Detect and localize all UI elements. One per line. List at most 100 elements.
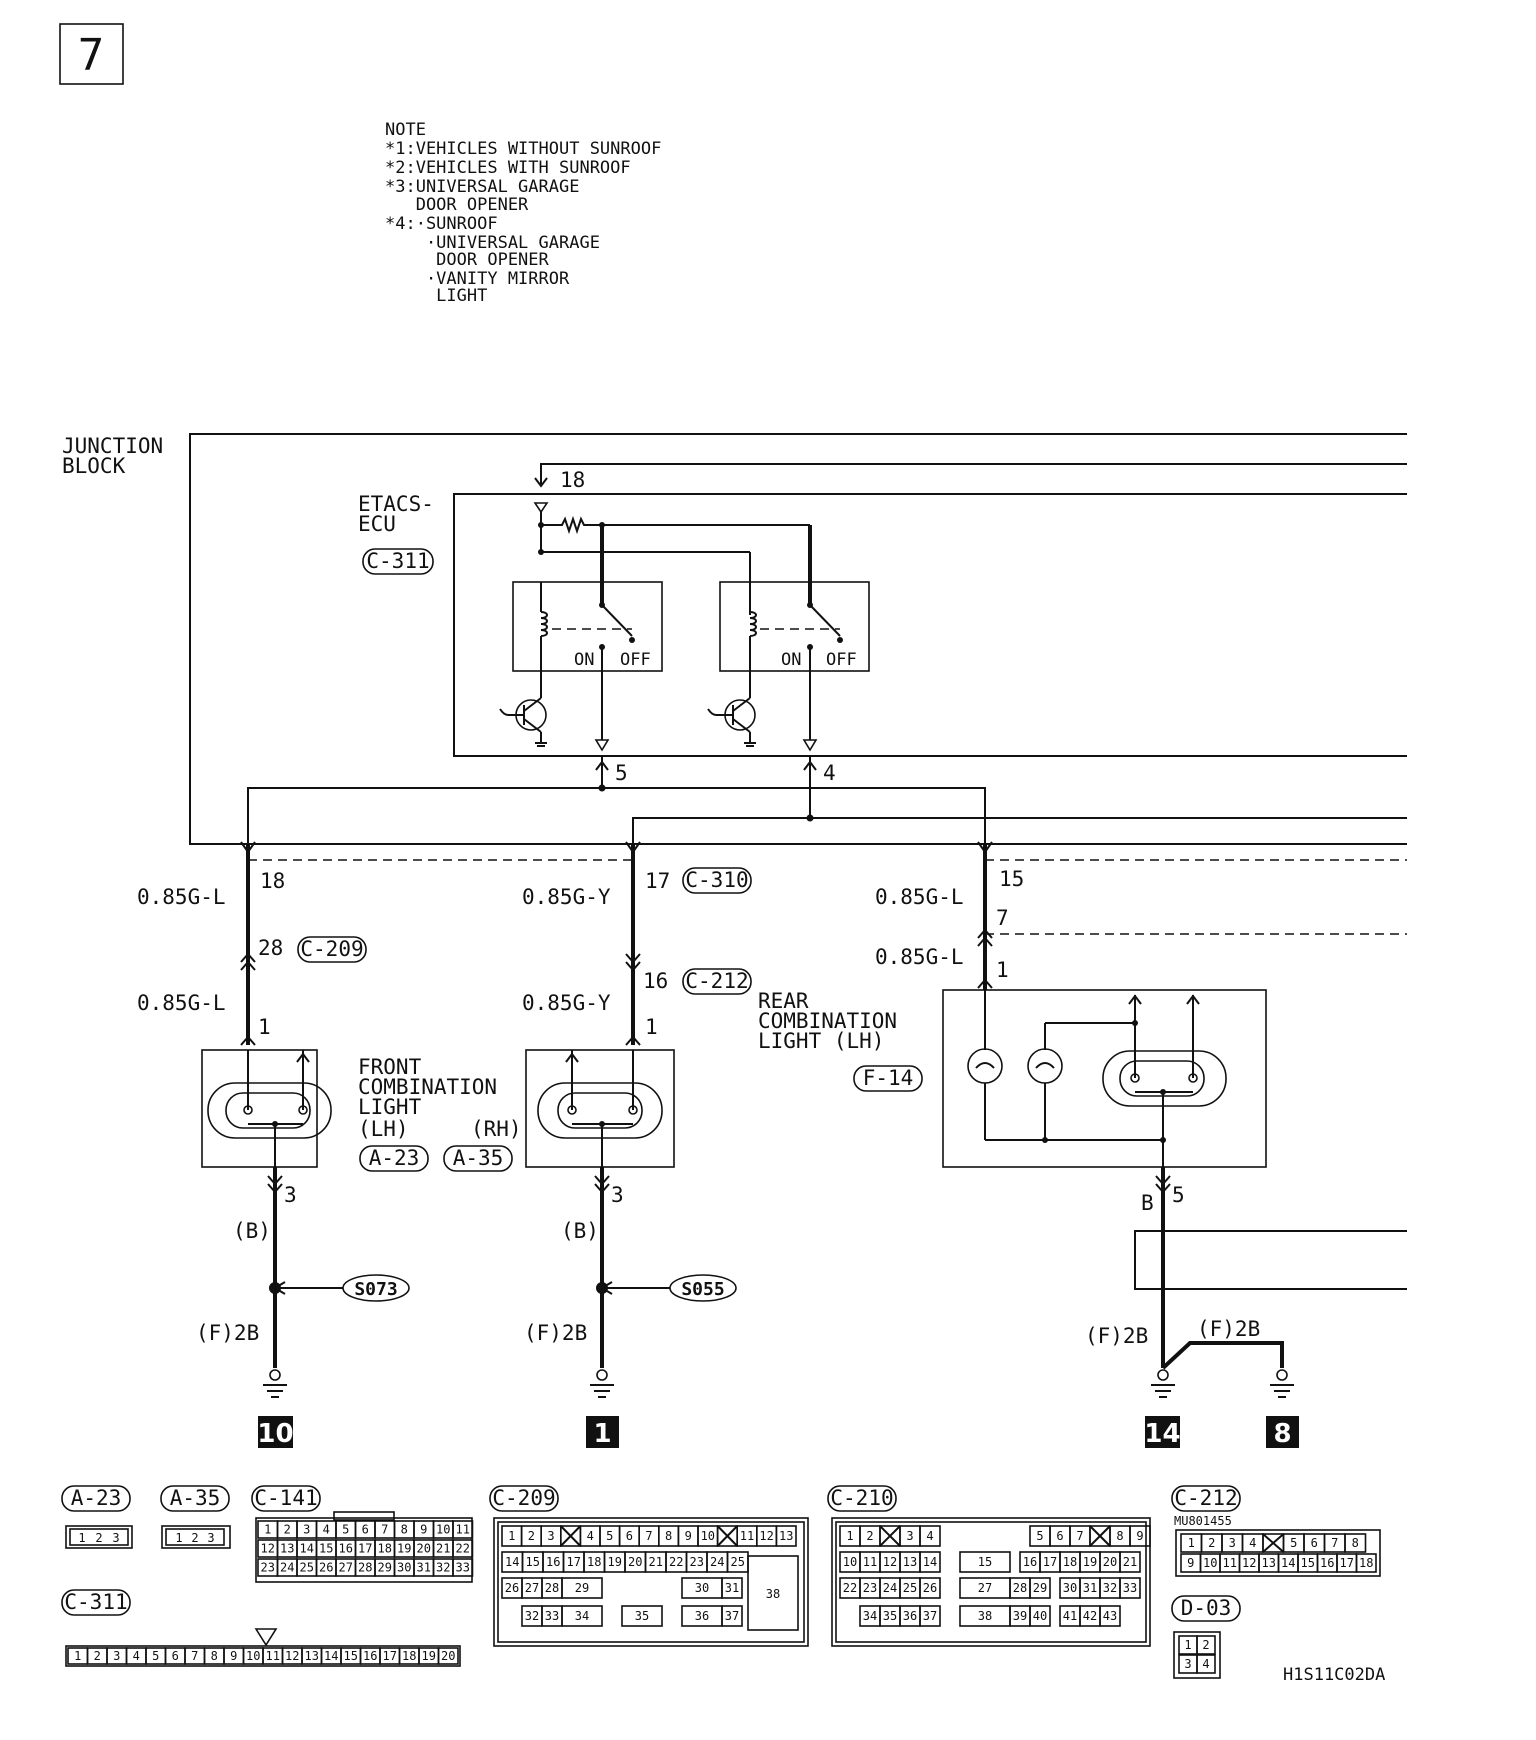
connector-label: D-03: [1181, 1596, 1232, 1620]
distribution-wires: [247, 784, 1407, 935]
pin-number: 11: [266, 1649, 280, 1663]
pin-number: 4: [1202, 1657, 1209, 1671]
pin-number: 19: [1083, 1555, 1097, 1569]
pin-number: 12: [883, 1555, 897, 1569]
pin-cell: [919, 1577, 941, 1599]
pin-label: 1: [645, 1015, 658, 1039]
pin-number: 8: [1352, 1536, 1359, 1550]
pin-number: 20: [441, 1649, 455, 1663]
pin-cell: [452, 1520, 474, 1539]
pin-number: 36: [903, 1609, 917, 1623]
lh-ground: 3 (B) S073 (F)2B 10: [196, 1167, 410, 1449]
pin-cell: [1099, 1605, 1121, 1627]
pin-number: 10: [843, 1555, 857, 1569]
connector-label: F-14: [863, 1066, 914, 1090]
pin-number: 21: [436, 1542, 450, 1556]
pin-cell: [1196, 1635, 1216, 1655]
pin-number: 41: [1063, 1609, 1077, 1623]
pin-number: 38: [766, 1587, 780, 1601]
pin-number: 21: [649, 1555, 663, 1569]
rh-ground: 3 (B) S055 (F)2B 1: [524, 1167, 737, 1449]
ground-point-number: 8: [1273, 1419, 1291, 1449]
pin-number: 4: [587, 1529, 594, 1543]
pin-number: 7: [1331, 1536, 1338, 1550]
pin-cell: [919, 1551, 941, 1573]
junction-block-label: JUNCTION: [62, 434, 163, 458]
pin-cell: [1029, 1577, 1051, 1599]
pin-number: 9: [1187, 1556, 1194, 1570]
pin-number: 5: [606, 1529, 613, 1543]
pin-number: 37: [923, 1609, 937, 1623]
pin-cell: [959, 1551, 1011, 1573]
pin-number: 4: [323, 1523, 330, 1537]
connector-label: A-35: [170, 1486, 221, 1510]
pin-number: 20: [417, 1542, 431, 1556]
pin-number: 15: [526, 1555, 540, 1569]
pin-number: 38: [978, 1609, 992, 1623]
pin-number: 19: [397, 1542, 411, 1556]
pin-label: 3: [284, 1183, 297, 1207]
page-number: 7: [78, 30, 105, 81]
pin-number: 24: [280, 1561, 294, 1575]
connector-badge: [297, 936, 367, 963]
connector-badge: [682, 867, 752, 894]
pin-number: 8: [401, 1523, 408, 1537]
pin-cell: [721, 1605, 743, 1627]
pin-number: 20: [1103, 1555, 1117, 1569]
note-line: *4:·SUNROOF: [385, 214, 498, 234]
pin-number: 37: [725, 1609, 739, 1623]
lh-front-wire: 0.85G-L 18 28 C-209 0.85G-L 1: [137, 841, 367, 1046]
pin-cell: [775, 1525, 797, 1547]
pin-number: 30: [695, 1581, 709, 1595]
connector-label: C-212: [685, 969, 748, 993]
pin-number: 8: [211, 1649, 218, 1663]
pin-number: 19: [422, 1649, 436, 1663]
pin-number: 4: [1249, 1536, 1256, 1550]
connector-label: C-311: [64, 1590, 127, 1614]
pin-number: 43: [1103, 1609, 1117, 1623]
wire-gauge: 0.85G-Y: [522, 991, 611, 1015]
pin-number: 1: [508, 1529, 515, 1543]
pin-number: 20: [628, 1555, 642, 1569]
connector-label: C-210: [830, 1486, 893, 1510]
pin-number: 30: [1063, 1581, 1077, 1595]
pin-number: 34: [863, 1609, 877, 1623]
connector-label: A-35: [453, 1146, 504, 1170]
connector-label: C-209: [300, 937, 363, 961]
pin-number: 1: [264, 1523, 271, 1537]
pin-number: 27: [339, 1561, 353, 1575]
pin-cell: [1119, 1577, 1141, 1599]
junction-block-label: BLOCK: [62, 454, 126, 478]
pin-number: 25: [903, 1581, 917, 1595]
pin-label: 17: [645, 869, 670, 893]
pin-number: 11: [740, 1529, 754, 1543]
pin-number: 42: [1083, 1609, 1097, 1623]
pin-number: 3: [112, 1531, 119, 1545]
wire-gauge: 0.85G-Y: [522, 885, 611, 909]
pin-number: 25: [300, 1561, 314, 1575]
note-line: ·UNIVERSAL GARAGE: [385, 233, 600, 253]
pin-cell: [561, 1577, 603, 1599]
connector-badge: [61, 1485, 131, 1512]
pin-number: 23: [863, 1581, 877, 1595]
pin-number: 10: [701, 1529, 715, 1543]
pin-number: 30: [397, 1561, 411, 1575]
pin-number: 28: [358, 1561, 372, 1575]
connector-a35: 1 2 3: [161, 1525, 231, 1549]
pin-number: 33: [1123, 1581, 1137, 1595]
pin-number: 7: [381, 1523, 388, 1537]
pin-label: 15: [999, 867, 1024, 891]
wire-gauge: 0.85G-L: [875, 885, 964, 909]
connector-badge: [61, 1589, 131, 1616]
pin-number: 21: [1123, 1555, 1137, 1569]
ground-point-badge: 8: [1266, 1416, 1299, 1449]
rear-light-name: REAR: [758, 989, 809, 1013]
pin-number: 7: [645, 1529, 652, 1543]
pin-number: 24: [710, 1555, 724, 1569]
pin-number: 5: [1036, 1529, 1043, 1543]
connector-badge: [160, 1485, 230, 1512]
pin-number: 19: [608, 1555, 622, 1569]
